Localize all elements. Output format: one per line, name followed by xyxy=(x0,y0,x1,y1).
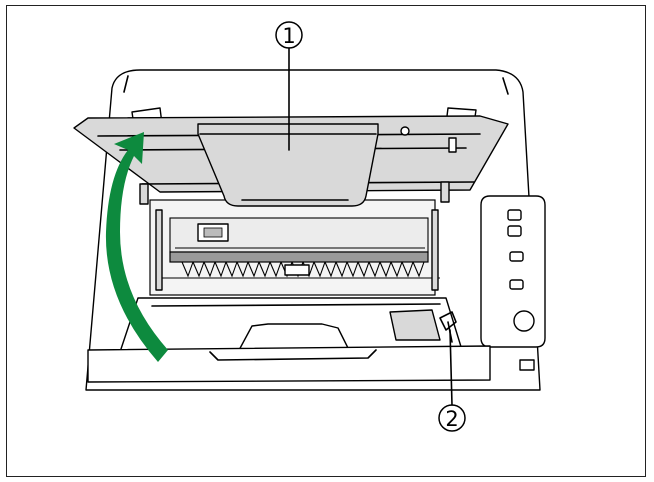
panel-power-button xyxy=(513,310,535,332)
panel-button-4 xyxy=(509,279,524,290)
vent-fin xyxy=(269,261,282,278)
vent-fin xyxy=(192,261,205,278)
open-cover-arrow xyxy=(105,132,168,362)
vent-fin xyxy=(335,261,348,278)
callout-1: 1 xyxy=(275,21,303,151)
vent-fin xyxy=(181,261,194,278)
vent-fin xyxy=(401,261,414,278)
callout-1-label: 1 xyxy=(282,24,295,48)
vent-fin xyxy=(313,261,326,278)
output-tray xyxy=(197,123,379,207)
vent-fin xyxy=(412,261,425,278)
panel-button-3 xyxy=(509,251,524,262)
callout-2: 2 xyxy=(438,329,466,432)
vent-fin xyxy=(236,261,249,278)
internal-mechanism xyxy=(155,209,440,291)
vent-fin xyxy=(379,261,392,278)
vent-fin xyxy=(346,261,359,278)
front-panel xyxy=(87,297,491,383)
vent-fin xyxy=(247,261,260,278)
vent-fin xyxy=(214,261,227,278)
vent-fin xyxy=(390,261,403,278)
vent-fin xyxy=(357,261,370,278)
callout-2-label: 2 xyxy=(445,407,458,431)
vent-fin xyxy=(324,261,337,278)
vent-fin xyxy=(225,261,238,278)
panel-button-2 xyxy=(507,225,522,237)
vent-fin xyxy=(368,261,381,278)
control-panel xyxy=(480,195,546,371)
panel-button-1 xyxy=(507,209,522,221)
vent-fin xyxy=(203,261,216,278)
vent-fin xyxy=(258,261,271,278)
